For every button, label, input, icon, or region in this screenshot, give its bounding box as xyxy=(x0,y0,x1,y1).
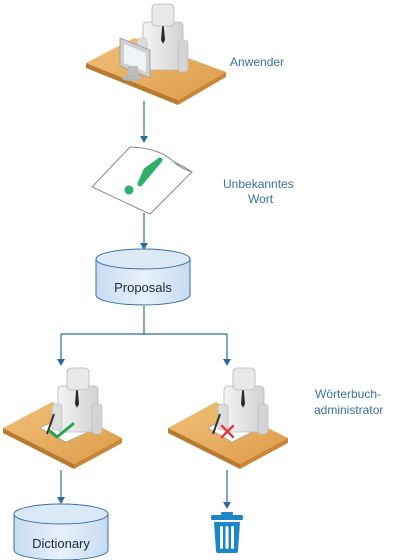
proposals-label: Proposals xyxy=(114,280,172,295)
proposals-store: Proposals xyxy=(95,248,191,306)
connectors xyxy=(57,101,231,509)
arrowhead xyxy=(57,497,65,504)
user-label: Anwender xyxy=(230,55,284,69)
exclamation-icon xyxy=(137,157,163,187)
arrowhead xyxy=(140,136,148,143)
arrowhead xyxy=(223,502,231,509)
cross-icon xyxy=(220,424,235,439)
user-at-computer-icon xyxy=(86,3,226,105)
dictionary-label: Dictionary xyxy=(32,536,90,551)
trash-icon xyxy=(211,512,243,553)
arrowhead xyxy=(223,359,231,366)
unknown-word-label-line1: Unbekanntes xyxy=(223,177,294,191)
admin-label-line2: administrator xyxy=(314,403,383,417)
admin-label-line1: Wörterbuch- xyxy=(315,387,381,401)
admin-approve-icon xyxy=(3,367,122,469)
admin-reject-icon xyxy=(168,367,288,469)
unknown-word-label-line2: Wort xyxy=(248,192,274,206)
dictionary-store: Dictionary xyxy=(13,503,109,560)
check-icon xyxy=(48,422,75,439)
unknown-word-document-icon xyxy=(91,146,193,215)
arrowhead xyxy=(140,243,148,250)
arrowhead xyxy=(57,359,65,366)
